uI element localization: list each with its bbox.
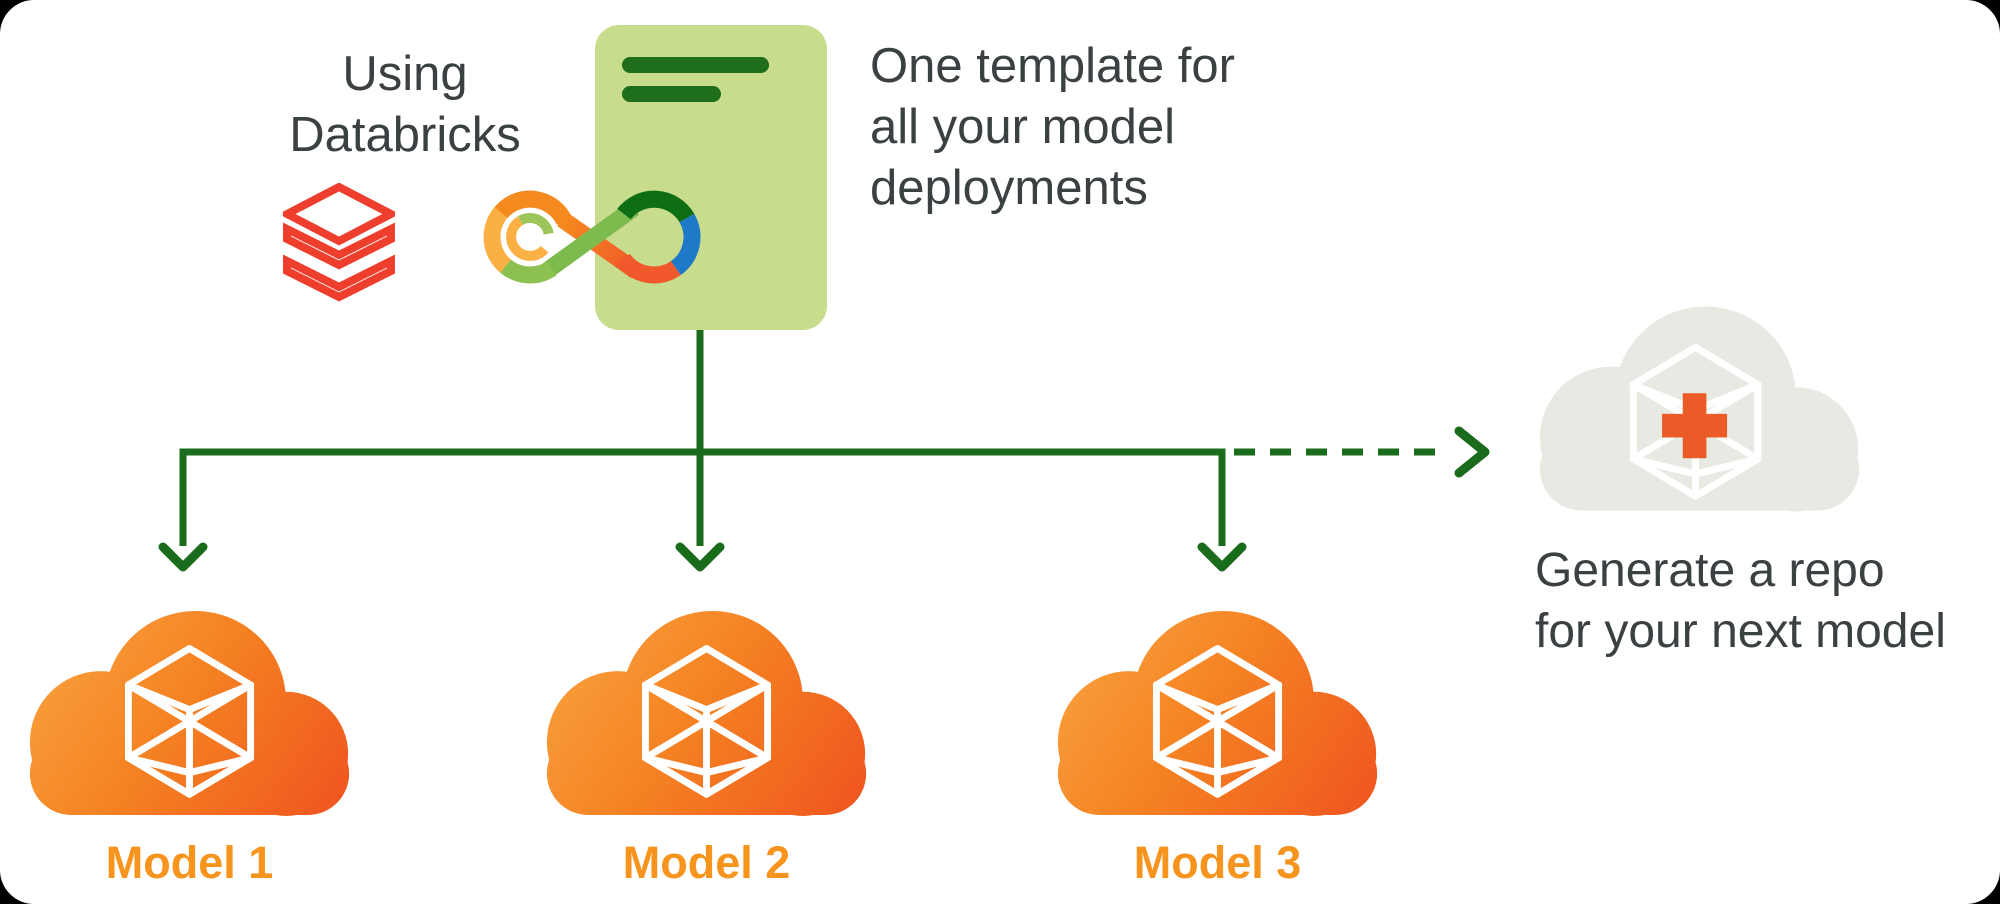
template-text-bar-icon (622, 57, 769, 73)
add-repo-cloud-icon (1539, 306, 1860, 512)
generate-repo-section (1532, 300, 1867, 515)
model-label: Model 1 (105, 837, 274, 888)
generate-caption: Generate a repo for your next model (1535, 544, 1946, 658)
model-2-deployment: Model 2 (539, 606, 874, 886)
model-label: Model 2 (622, 837, 791, 888)
using-databricks-caption: Using Databricks (289, 47, 521, 162)
model-cloud-icon (29, 611, 350, 816)
down-arrow-icon (158, 542, 208, 572)
model-label: Model 3 (1133, 837, 1302, 888)
down-arrow-icon (1197, 542, 1247, 572)
template-text-bar-icon (622, 86, 721, 102)
mlflow-logo-icon (483, 190, 701, 284)
template-caption: One template for all your model deployme… (870, 39, 1235, 215)
model-3-deployment: Model 3 (1050, 606, 1385, 886)
model-cloud-icon (546, 611, 867, 816)
model-cloud-icon (1057, 611, 1378, 816)
model-1-deployment: Model 1 (22, 606, 357, 886)
down-arrow-icon (675, 542, 725, 572)
dashed-arrow-icon (1454, 426, 1490, 478)
databricks-logo-icon (283, 183, 395, 302)
template-card-icon (595, 25, 827, 330)
